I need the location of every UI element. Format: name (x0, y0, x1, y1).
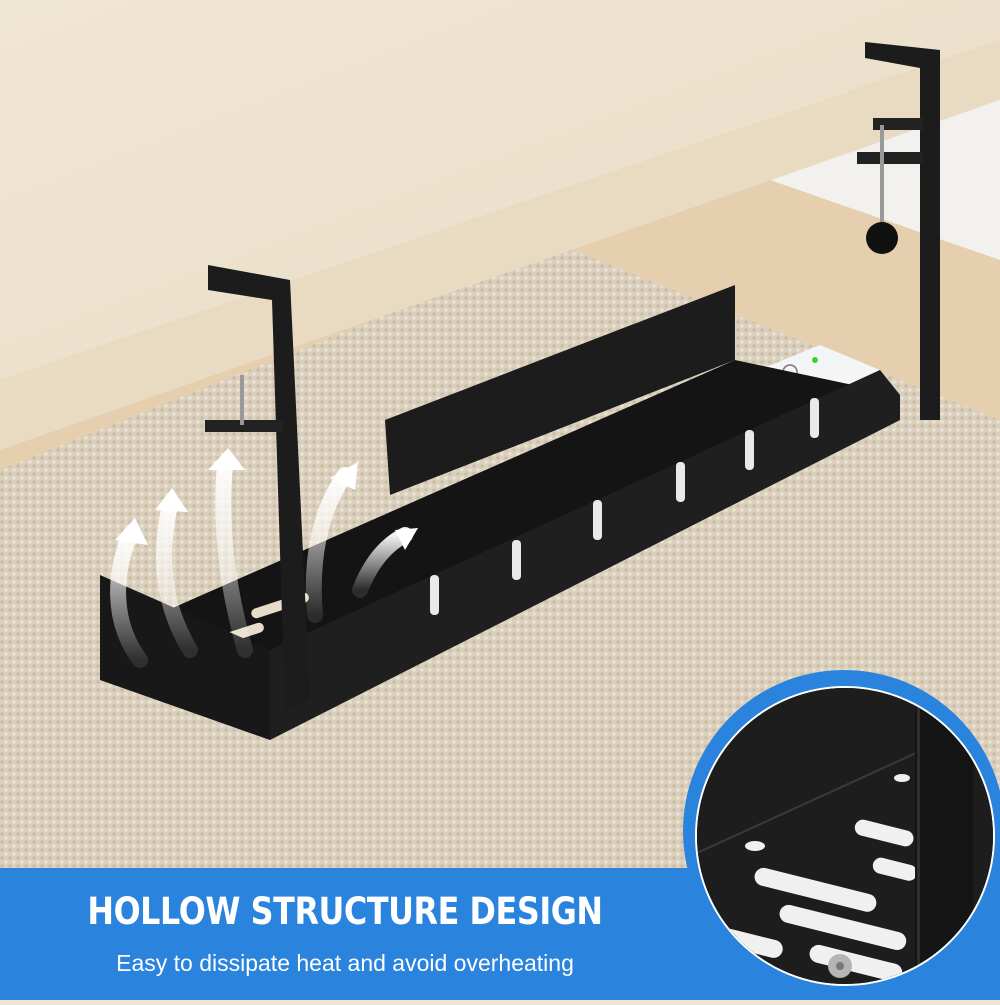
tray-back-wall (385, 285, 735, 495)
left-clamp-bracket (205, 265, 310, 710)
detail-inset (695, 686, 995, 986)
right-clamp-bracket (857, 42, 940, 420)
cable-clips (430, 398, 819, 615)
arrow-heads (115, 448, 418, 550)
banner-title: HOLLOW STRUCTURE DESIGN (87, 890, 603, 933)
tray-front-wall (270, 370, 900, 740)
slotted-bottom-closeup (697, 688, 993, 984)
tray-side-wall (100, 575, 270, 740)
banner-subtitle: Easy to dissipate heat and avoid overhea… (116, 950, 574, 976)
desk-edge (0, 40, 1000, 450)
clamp-knob-icon (866, 222, 898, 254)
status-led-icon (812, 357, 818, 363)
